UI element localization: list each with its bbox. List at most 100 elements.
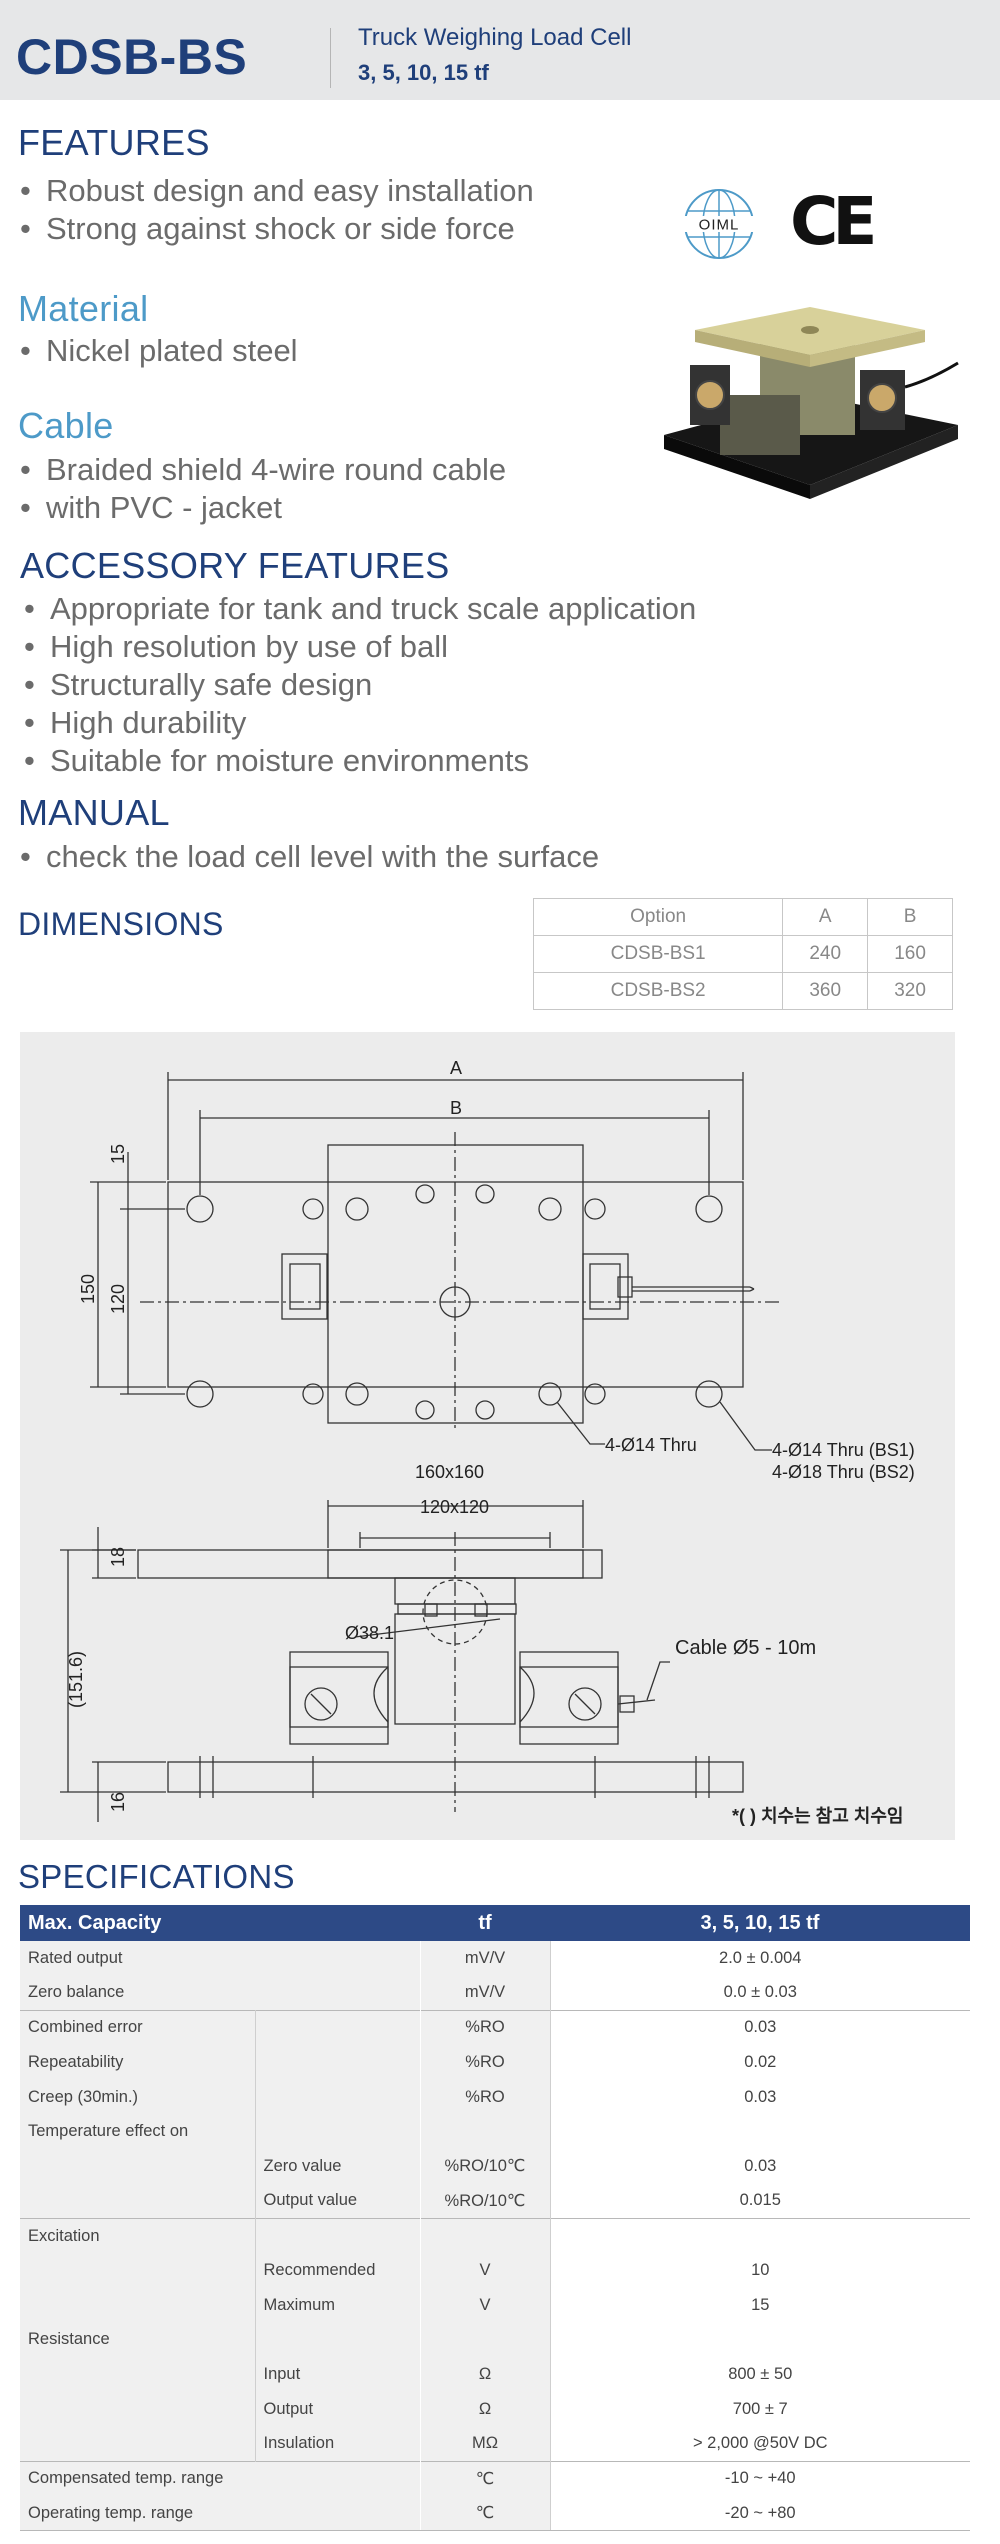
spec-unit: MΩ [419, 2426, 551, 2462]
title-banner: CDSB-BS Truck Weighing Load Cell 3, 5, 1… [0, 0, 1000, 100]
product-photo [664, 307, 959, 499]
dim-16-label: 16 [108, 1792, 128, 1812]
spec-label: Operating temp. range [20, 2496, 420, 2532]
spec-unit: mV/V [419, 1941, 551, 1976]
spec-value: 15 [550, 2287, 970, 2323]
oiml-text: OIML [699, 217, 740, 234]
spec-value: 2.0 ± 0.004 [550, 1941, 970, 1976]
dim-18-label: 18 [108, 1547, 128, 1567]
material-title: Material [18, 288, 149, 329]
column-header: 3, 5, 10, 15 tf [550, 1905, 970, 1941]
list-item: Structurally safe design [22, 666, 696, 704]
spec-label [20, 2253, 256, 2288]
spec-value: 0.015 [550, 2183, 970, 2219]
spec-value: > 2,000 @50V DC [550, 2426, 970, 2462]
spec-unit: V [419, 2253, 551, 2288]
spec-label: Excitation [20, 2218, 256, 2254]
table-cell: CDSB-BS2 [532, 972, 784, 1010]
list-item: High resolution by use of ball [22, 628, 696, 666]
model-name: CDSB-BS [16, 29, 248, 85]
spec-label [20, 2426, 256, 2462]
table-row: Resistance [20, 2322, 970, 2358]
large-holes-label-bs2: 4-Ø18 Thru (BS2) [772, 1462, 915, 1482]
spec-sublabel: Output value [255, 2183, 420, 2219]
table-row: CDSB-BS1 240 160 [532, 935, 953, 973]
spec-sublabel [255, 2009, 420, 2046]
spec-unit [419, 2322, 551, 2358]
spec-unit: %RO [419, 2079, 551, 2115]
spec-sublabel [255, 2045, 420, 2080]
spec-value: 800 ± 50 [550, 2357, 970, 2392]
spec-label: Resistance [20, 2322, 256, 2358]
cable-label: Cable Ø5 - 10m [675, 1637, 816, 1659]
dim-b-label: B [450, 1098, 462, 1118]
drawing-svg: A B 15 150 120 4-Ø14 Thru 4-Ø14 Thru (BS… [60, 1058, 915, 1826]
spec-unit: %RO [419, 2009, 551, 2046]
spec-value: 0.0 ± 0.03 [550, 1975, 970, 2011]
table-cell: CDSB-BS1 [532, 935, 784, 973]
product-subtitle: Truck Weighing Load Cell [358, 24, 632, 51]
column-header: Option [532, 898, 784, 936]
column-header: A [782, 898, 869, 936]
spec-unit: %RO/10℃ [419, 2149, 551, 2184]
spec-unit: V [419, 2287, 551, 2323]
large-holes-label-bs1: 4-Ø14 Thru (BS1) [772, 1440, 915, 1460]
spec-label [20, 2357, 256, 2392]
table-cell: 160 [867, 935, 953, 973]
spec-value: 0.03 [550, 2149, 970, 2184]
table-cell: 320 [867, 972, 953, 1010]
spec-unit: Ω [419, 2391, 551, 2427]
material-list: Nickel plated steel [18, 332, 298, 370]
dim-120-label: 120 [108, 1284, 128, 1314]
list-item: Robust design and easy installation [18, 172, 534, 210]
list-item: High durability [22, 704, 696, 742]
list-item-continuation: with PVC - jacket [18, 489, 506, 527]
spec-value: -20 ~ +80 [550, 2496, 970, 2532]
spec-unit: mV/V [419, 1975, 551, 2011]
spec-unit: %RO [419, 2045, 551, 2080]
spec-sublabel [255, 2114, 420, 2150]
spec-sublabel: Input [255, 2357, 420, 2392]
spec-label [20, 2149, 256, 2184]
spec-label: Creep (30min.) [20, 2079, 256, 2115]
manual-title: MANUAL [18, 792, 170, 833]
spec-unit: ℃ [419, 2496, 551, 2532]
spec-sublabel: Zero value [255, 2149, 420, 2184]
manual-list: check the load cell level with the surfa… [18, 838, 599, 876]
cable-continuation-text: with PVC - jacket [46, 490, 283, 525]
spec-label: Combined error [20, 2009, 256, 2046]
dim-15-label: 15 [108, 1144, 128, 1164]
spec-sublabel: Output [255, 2391, 420, 2427]
spec-unit: ℃ [419, 2460, 551, 2496]
spec-label: Repeatability [20, 2045, 256, 2080]
spec-sublabel [255, 2322, 420, 2358]
spec-unit [419, 2114, 551, 2150]
dimensions-title: DIMENSIONS [18, 906, 224, 942]
accessory-list: Appropriate for tank and truck scale app… [22, 590, 696, 780]
spec-value: 700 ± 7 [550, 2391, 970, 2427]
spec-sublabel: Recommended [255, 2253, 420, 2288]
dimensions-table: Option A B CDSB-BS1 240 160 CDSB-BS2 360… [532, 898, 953, 1010]
list-item: Suitable for moisture environments [22, 742, 696, 780]
spec-sublabel [255, 2218, 420, 2254]
dim-151-label: (151.6) [66, 1651, 86, 1708]
table-cell: 360 [782, 972, 869, 1010]
table-row: CDSB-BS2 360 320 [532, 972, 953, 1010]
spec-label: Temperature effect on [20, 2114, 256, 2150]
spec-unit: %RO/10℃ [419, 2183, 551, 2219]
spec-value: 0.03 [550, 2009, 970, 2046]
table-header-row: Max. Capacity tf 3, 5, 10, 15 tf [20, 1905, 970, 1941]
spec-label [20, 2183, 256, 2219]
ce-mark-icon: CE [790, 183, 877, 260]
oiml-logo-icon: OIML [680, 189, 758, 259]
header-divider [330, 28, 331, 88]
dim-120x120-label: 120x120 [420, 1497, 489, 1517]
